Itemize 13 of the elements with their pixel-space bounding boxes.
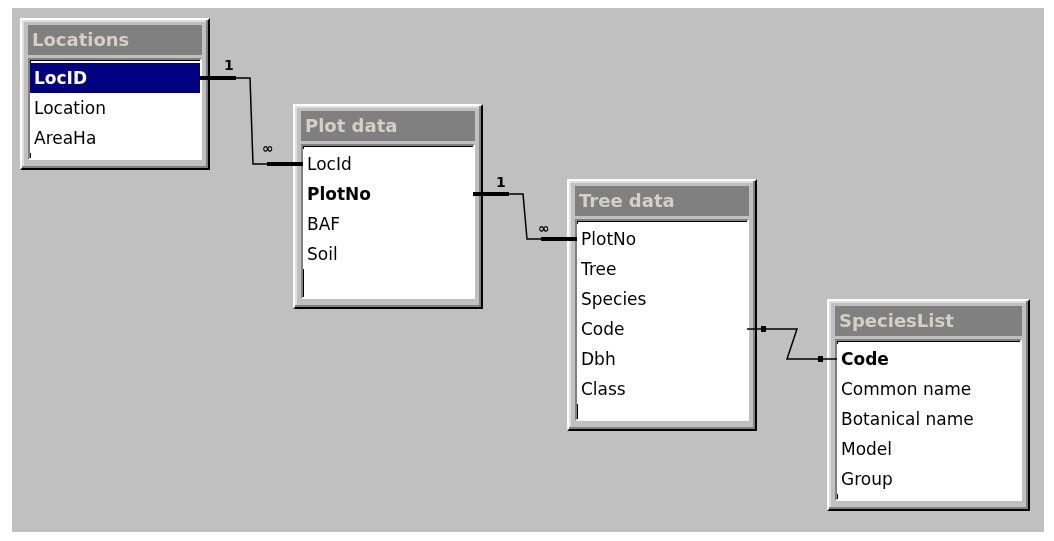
table-title-bar: SpeciesList xyxy=(835,306,1022,336)
table-window xyxy=(293,104,483,309)
table-title-bar: Tree data xyxy=(575,186,749,216)
cardinality-label: ∞ xyxy=(262,141,274,155)
table-title-bar: Plot data xyxy=(301,111,475,141)
table-window xyxy=(567,179,757,431)
table-title-bar: Locations xyxy=(28,25,202,55)
table-window xyxy=(20,18,210,170)
selected-field-row: LocID xyxy=(30,63,200,93)
cardinality-label: 1 xyxy=(496,175,506,189)
cardinality-label: 1 xyxy=(224,58,234,72)
table-window xyxy=(827,299,1030,511)
cardinality-label: ∞ xyxy=(538,221,550,235)
